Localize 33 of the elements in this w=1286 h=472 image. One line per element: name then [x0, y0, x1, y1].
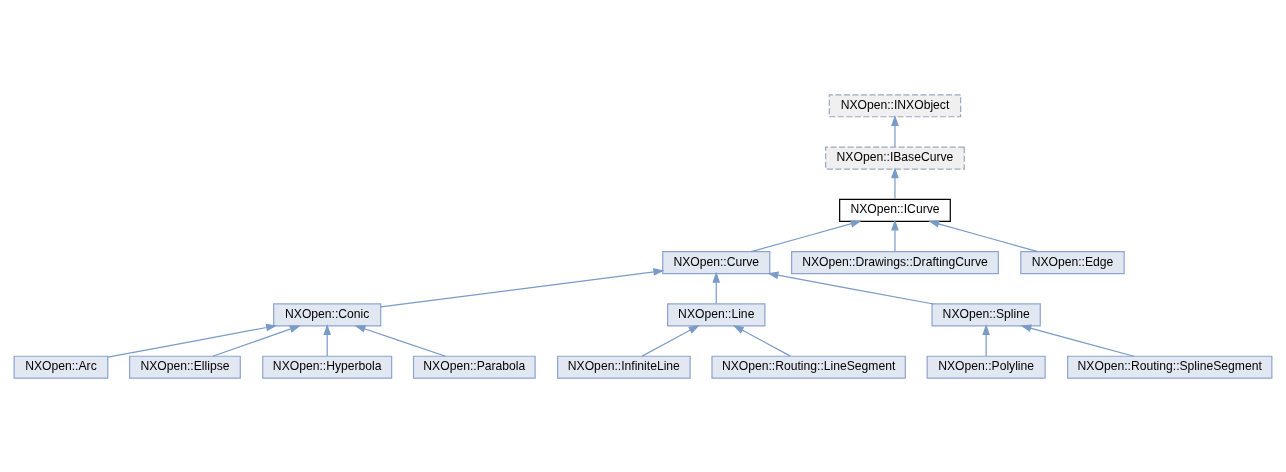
node-box: NXOpen::Routing::SplineSegment [1067, 355, 1273, 379]
arrow [380, 267, 665, 307]
arrow [891, 218, 899, 252]
node-box: NXOpen::Parabola [412, 355, 536, 379]
arrow [107, 323, 278, 358]
node-box: NXOpen::Line [667, 302, 766, 326]
node-box: NXOpen::Hyperbola [262, 355, 393, 379]
node-box: NXOpen::Edge [1020, 250, 1125, 274]
arrow [982, 323, 990, 356]
node-box: NXOpen::InfiniteLine [557, 355, 691, 379]
node-box: NXOpen::IBaseCurve [825, 146, 965, 170]
arrow [212, 324, 301, 357]
node-box: NXOpen::Spline [931, 302, 1041, 326]
node-box: NXOpen::Curve [662, 250, 771, 274]
arrow [323, 323, 332, 356]
arrow [1020, 324, 1135, 357]
node-box: NXOpen::Ellipse [129, 355, 241, 379]
arrow [767, 271, 935, 305]
node-box: NXOpen::Routing::LineSegment [711, 355, 906, 379]
arrow [732, 324, 791, 357]
arrow [891, 114, 899, 147]
arrow [641, 324, 700, 357]
arrow [928, 219, 1039, 252]
node-box: NXOpen::Arc [13, 355, 109, 379]
node-box: NXOpen::INXObject [828, 93, 962, 117]
arrow [354, 324, 447, 357]
node-box: NXOpen::Conic [273, 302, 382, 326]
arrow [750, 219, 862, 252]
arrow [712, 271, 721, 304]
node-box: NXOpen::Drawings::DraftingCurve [791, 250, 999, 274]
node-box: NXOpen::ICurve [839, 198, 951, 222]
node-box: NXOpen::Polyline [926, 355, 1046, 379]
arrow [891, 166, 899, 200]
